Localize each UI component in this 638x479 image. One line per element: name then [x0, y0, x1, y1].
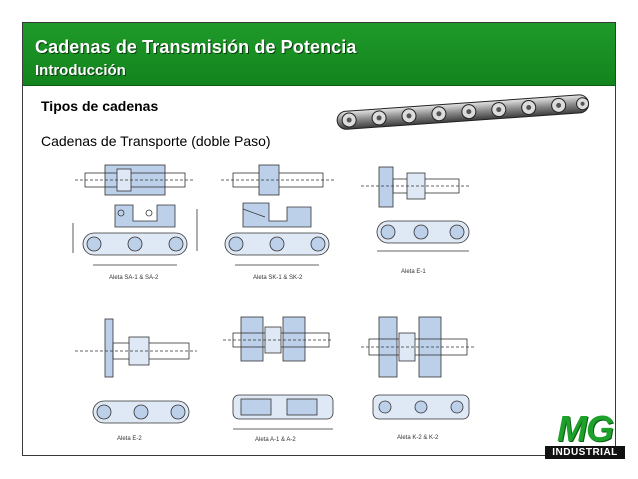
caption-a: Aleta A-1 & A-2 — [255, 437, 296, 443]
logo-brand: MG — [557, 408, 614, 449]
caption-e1: Aleta E-1 — [401, 269, 426, 275]
drawing-e2: Aleta E-2 — [75, 318, 197, 442]
slide-subtitle: Introducción — [35, 62, 126, 79]
caption-k: Aleta K-2 & K-2 — [397, 435, 439, 441]
caption-sa: Aleta SA-1 & SA-2 — [109, 275, 159, 281]
mg-industrial-logo: MG INDUSTRIAL — [543, 408, 627, 462]
caption-e2: Aleta E-2 — [117, 436, 142, 442]
caption-sk: Aleta SK-1 & SK-2 — [253, 275, 303, 281]
chain-photo — [336, 94, 590, 130]
heading-transport-chains: Cadenas de Transporte (doble Paso) — [41, 133, 271, 149]
drawing-e1: Aleta E-1 — [361, 166, 471, 275]
slide-title: Cadenas de Transmisión de Potencia — [35, 37, 357, 57]
drawing-k: Aleta K-2 & K-2 — [361, 316, 475, 441]
slide-header: Cadenas de Transmisión de Potencia Intro… — [23, 23, 615, 86]
drawing-sk: Aleta SK-1 & SK-2 — [221, 164, 335, 281]
slide-frame: Cadenas de Transmisión de Potencia Intro… — [22, 22, 625, 459]
logo-tagline: INDUSTRIAL — [545, 446, 625, 459]
drawing-sa: Aleta SA-1 & SA-2 — [72, 164, 198, 281]
heading-chain-types: Tipos de cadenas — [41, 98, 159, 114]
drawing-a: Aleta A-1 & A-2 — [223, 316, 334, 443]
